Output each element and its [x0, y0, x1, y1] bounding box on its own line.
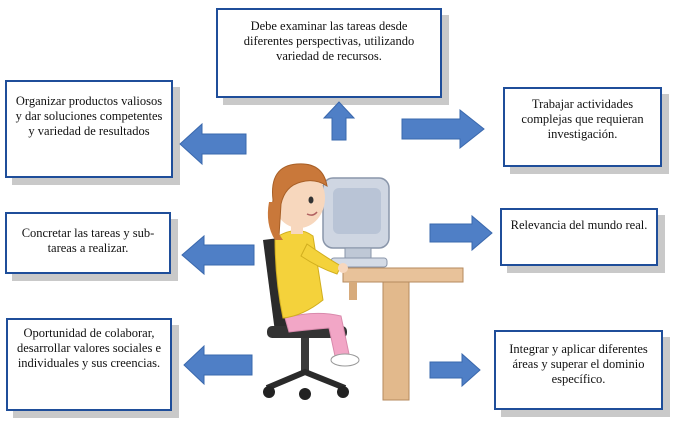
arrow-up-icon [322, 101, 356, 141]
box-top: Debe examinar las tareas desde diferente… [216, 8, 442, 98]
girl-figure [267, 163, 360, 367]
arrow-left-top-icon [179, 122, 247, 166]
girl-at-computer-illustration [263, 163, 464, 401]
box-left-top: Organizar productos valiosos y dar soluc… [5, 80, 173, 178]
computer-monitor-icon [322, 177, 390, 268]
arrow-right-mid-icon [429, 214, 493, 252]
desk-icon [342, 267, 464, 401]
box-left-bottom: Oportunidad de colaborar, desarrollar va… [6, 318, 172, 411]
box-left-mid: Concretar las tareas y sub-tareas a real… [5, 212, 171, 274]
arrow-right-top-icon [401, 108, 485, 150]
box-right-top: Trabajar actividades complejas que requi… [503, 87, 662, 167]
arrow-left-mid-icon [181, 234, 255, 276]
box-right-bottom: Integrar y aplicar diferentes áreas y su… [494, 330, 663, 410]
arrow-left-bottom-icon [183, 344, 253, 386]
box-right-mid: Relevancia del mundo real. [500, 208, 658, 266]
arrow-right-bottom-icon [429, 352, 481, 388]
